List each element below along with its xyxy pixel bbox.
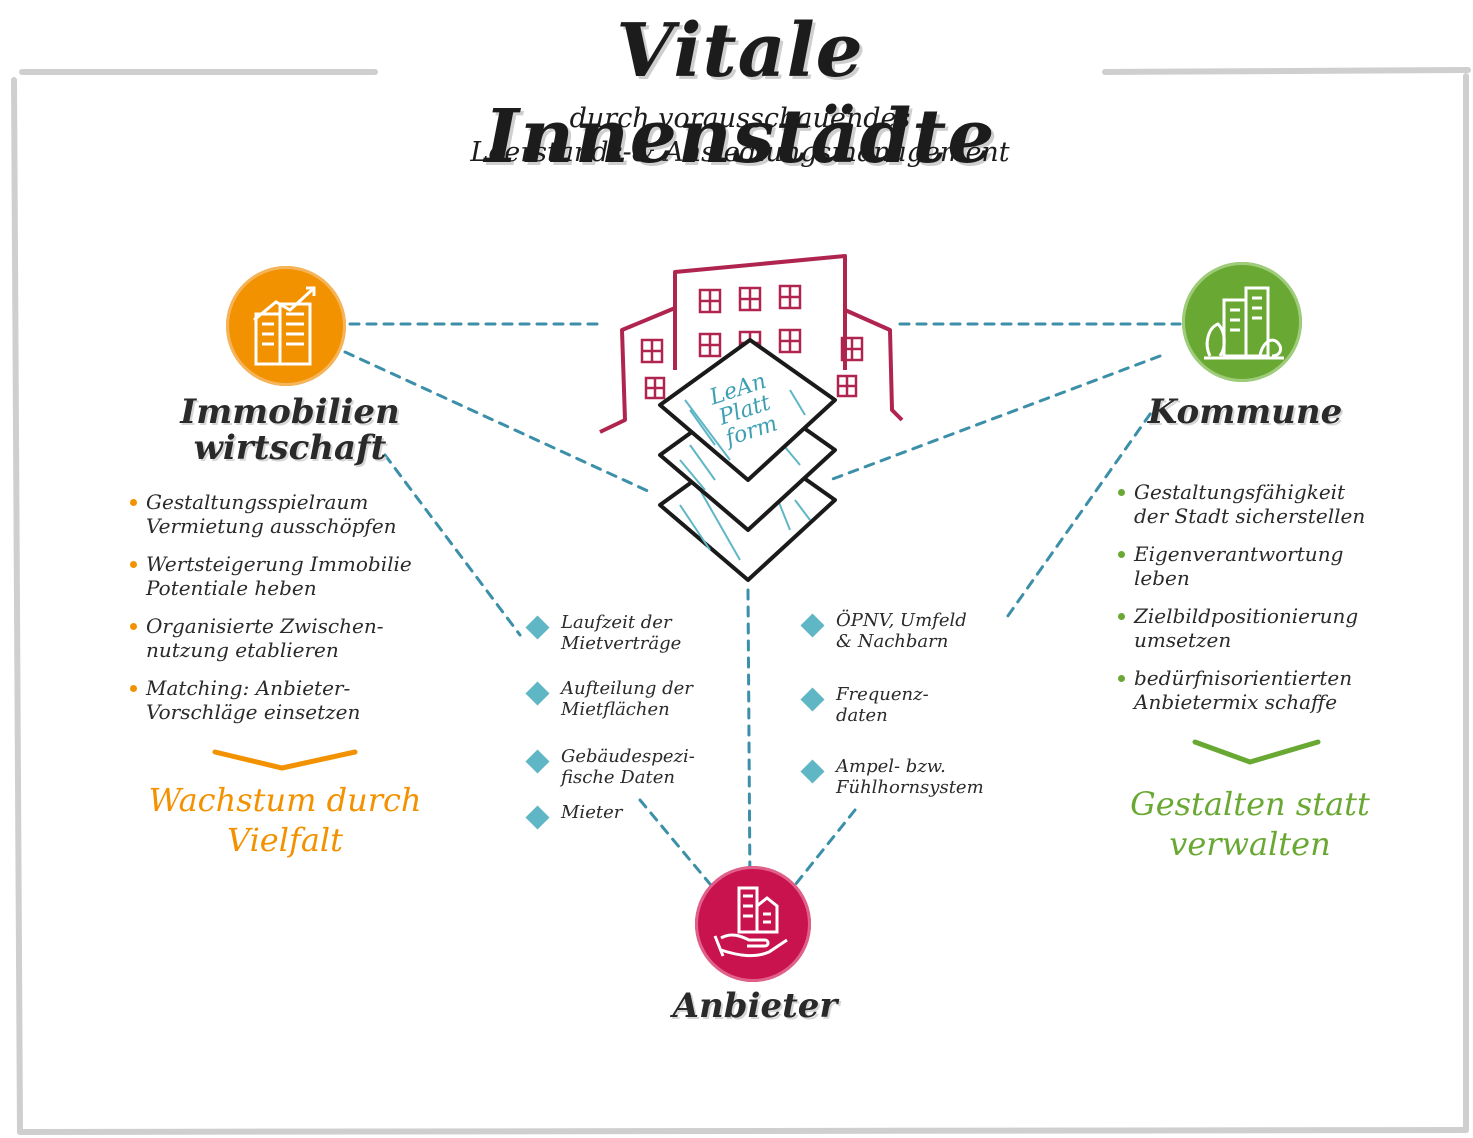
immobilien-bullet: Wertsteigerung Immobilie Potentiale hebe… bbox=[130, 552, 460, 600]
bullet-dot bbox=[130, 561, 137, 568]
central-building-platform bbox=[599, 254, 904, 582]
building-growth-icon bbox=[253, 286, 316, 366]
item-text: Frequenz- daten bbox=[836, 684, 929, 726]
item-text: Gebäudespezi- fische Daten bbox=[561, 746, 695, 788]
connector-list-right-anbieter bbox=[793, 808, 857, 887]
center-right-item: ÖPNV, Umfeld & Nachbarn bbox=[800, 610, 967, 652]
immobilien-slogan: Wachstum durch Vielfalt bbox=[148, 781, 422, 859]
diamond-marker bbox=[800, 613, 825, 638]
kommune-label: Kommune bbox=[1147, 392, 1343, 432]
center-left-item: Aufteilung der Mietflächen bbox=[525, 678, 693, 720]
connector-immobilien-center bbox=[343, 350, 652, 494]
center-left-item: Laufzeit der Mietverträge bbox=[525, 612, 681, 654]
platform-layers bbox=[658, 338, 837, 582]
bullet-text: Zielbildpositionierung umsetzen bbox=[1134, 604, 1359, 652]
page-subtitle: durch vorausschauendes Leerstands-& Ansi… bbox=[470, 103, 1010, 168]
immobilien-chevron bbox=[212, 749, 358, 771]
center-left-item: Mieter bbox=[525, 802, 623, 830]
bullet-text: Matching: Anbieter- Vorschläge einsetzen bbox=[146, 676, 361, 724]
immobilien-label: Immobilien wirtschaft bbox=[180, 392, 400, 468]
item-text: Laufzeit der Mietverträge bbox=[561, 612, 682, 654]
kommune-node bbox=[1182, 262, 1302, 382]
bullet-dot bbox=[1118, 551, 1125, 558]
center-right-item: Frequenz- daten bbox=[800, 684, 929, 726]
immobilien-bullet: Organisierte Zwischen- nutzung etabliere… bbox=[130, 614, 460, 662]
kommune-bullet: Zielbildpositionierung umsetzen bbox=[1118, 604, 1438, 652]
bullet-text: bedürfnisorientierten Anbietermix schaff… bbox=[1134, 666, 1353, 714]
item-text: ÖPNV, Umfeld & Nachbarn bbox=[836, 610, 967, 652]
bullet-dot bbox=[1118, 489, 1125, 496]
bullet-text: Organisierte Zwischen- nutzung etabliere… bbox=[146, 614, 384, 662]
bullet-dot bbox=[130, 685, 137, 692]
dashed-connectors bbox=[343, 322, 1182, 892]
immobilien-node bbox=[226, 266, 346, 386]
item-text: Mieter bbox=[561, 802, 623, 823]
connector-center-down bbox=[746, 588, 752, 892]
kommune-bullet: bedürfnisorientierten Anbietermix schaff… bbox=[1118, 666, 1438, 714]
kommune-bullets: Gestaltungsfähigkeit der Stadt sicherste… bbox=[1118, 480, 1438, 728]
connector-list-left-anbieter bbox=[638, 798, 717, 892]
bullet-dot bbox=[130, 623, 137, 630]
bullet-text: Eigenverantwortung leben bbox=[1134, 542, 1344, 590]
center-left-item: Gebäudespezi- fische Daten bbox=[525, 746, 695, 788]
kommune-bullet: Gestaltungsfähigkeit der Stadt sicherste… bbox=[1118, 480, 1438, 528]
diamond-marker bbox=[800, 687, 825, 712]
anbieter-node bbox=[695, 866, 811, 982]
immobilien-bullets: Gestaltungsspielraum Vermietung ausschöp… bbox=[130, 490, 460, 738]
bullet-text: Wertsteigerung Immobilie Potentiale hebe… bbox=[146, 552, 412, 600]
kommune-chevron bbox=[1192, 739, 1321, 765]
bullet-dot bbox=[1118, 675, 1125, 682]
bullet-dot bbox=[130, 499, 137, 506]
bullet-dot bbox=[1118, 613, 1125, 620]
diamond-marker bbox=[525, 681, 550, 706]
bullet-text: Gestaltungsfähigkeit der Stadt sicherste… bbox=[1134, 480, 1366, 528]
sketch-frame bbox=[11, 67, 1471, 1135]
anbieter-label: Anbieter bbox=[672, 986, 838, 1026]
page-title: Vitale Innenstädte bbox=[484, 8, 996, 180]
connector-kommune-center bbox=[828, 354, 1162, 482]
center-right-item: Ampel- bzw. Fühlhornsystem bbox=[800, 756, 984, 798]
hand-holding-building-icon bbox=[713, 886, 788, 958]
immobilien-bullet: Gestaltungsspielraum Vermietung ausschöp… bbox=[130, 490, 460, 538]
diamond-marker bbox=[800, 759, 825, 784]
connector-immobilien-list bbox=[383, 453, 522, 637]
diamond-marker bbox=[525, 615, 550, 640]
immobilien-bullet: Matching: Anbieter- Vorschläge einsetzen bbox=[130, 676, 460, 724]
kommune-bullet: Eigenverantwortung leben bbox=[1118, 542, 1438, 590]
kommune-slogan: Gestalten statt verwalten bbox=[1130, 785, 1370, 863]
diamond-marker bbox=[525, 749, 550, 774]
item-text: Ampel- bzw. Fühlhornsystem bbox=[836, 756, 984, 798]
item-text: Aufteilung der Mietflächen bbox=[561, 678, 693, 720]
bullet-text: Gestaltungsspielraum Vermietung ausschöp… bbox=[146, 490, 397, 538]
city-trees-icon bbox=[1204, 286, 1284, 360]
connector-kommune-list bbox=[1003, 398, 1162, 622]
